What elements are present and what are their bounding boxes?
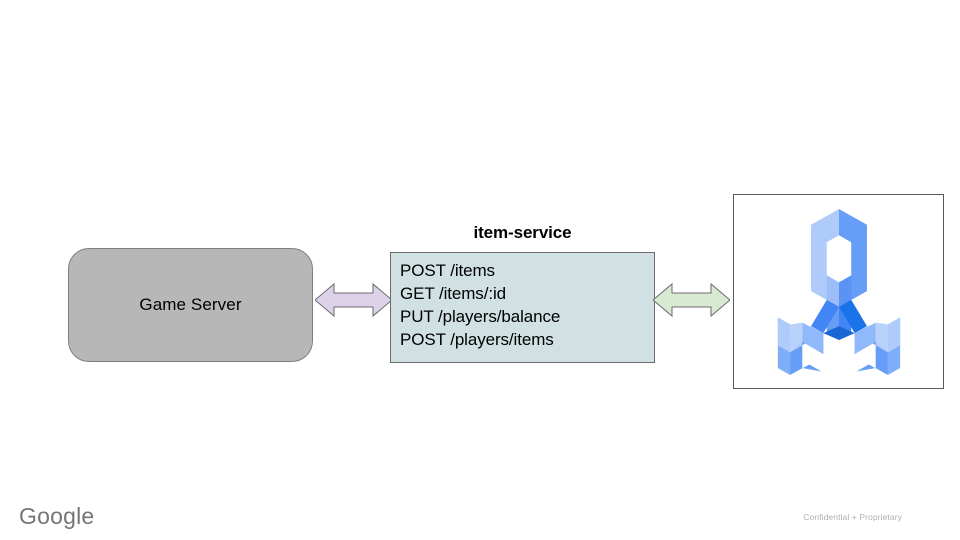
connector-game-server-to-item-service[interactable] (315, 281, 392, 319)
endpoint-item: POST /players/items (400, 330, 554, 349)
confidential-notice: Confidential + Proprietary (803, 512, 902, 522)
node-game-server[interactable]: Game Server (68, 248, 313, 362)
connector-item-service-to-tools[interactable] (653, 281, 730, 319)
node-item-service[interactable]: POST /items GET /items/:id PUT /players/… (390, 252, 655, 363)
node-game-server-label: Game Server (139, 294, 242, 314)
endpoint-item: PUT /players/balance (400, 307, 561, 326)
endpoint-item: POST /items (400, 261, 495, 280)
isometric-wrench-icon (777, 208, 900, 375)
google-wordmark: Google (19, 503, 95, 529)
double-arrow-icon (315, 282, 392, 318)
image-frame-tools (733, 194, 944, 389)
double-arrow-icon (653, 282, 730, 318)
node-item-service-title: item-service (473, 223, 572, 242)
endpoint-item: GET /items/:id (400, 284, 506, 303)
